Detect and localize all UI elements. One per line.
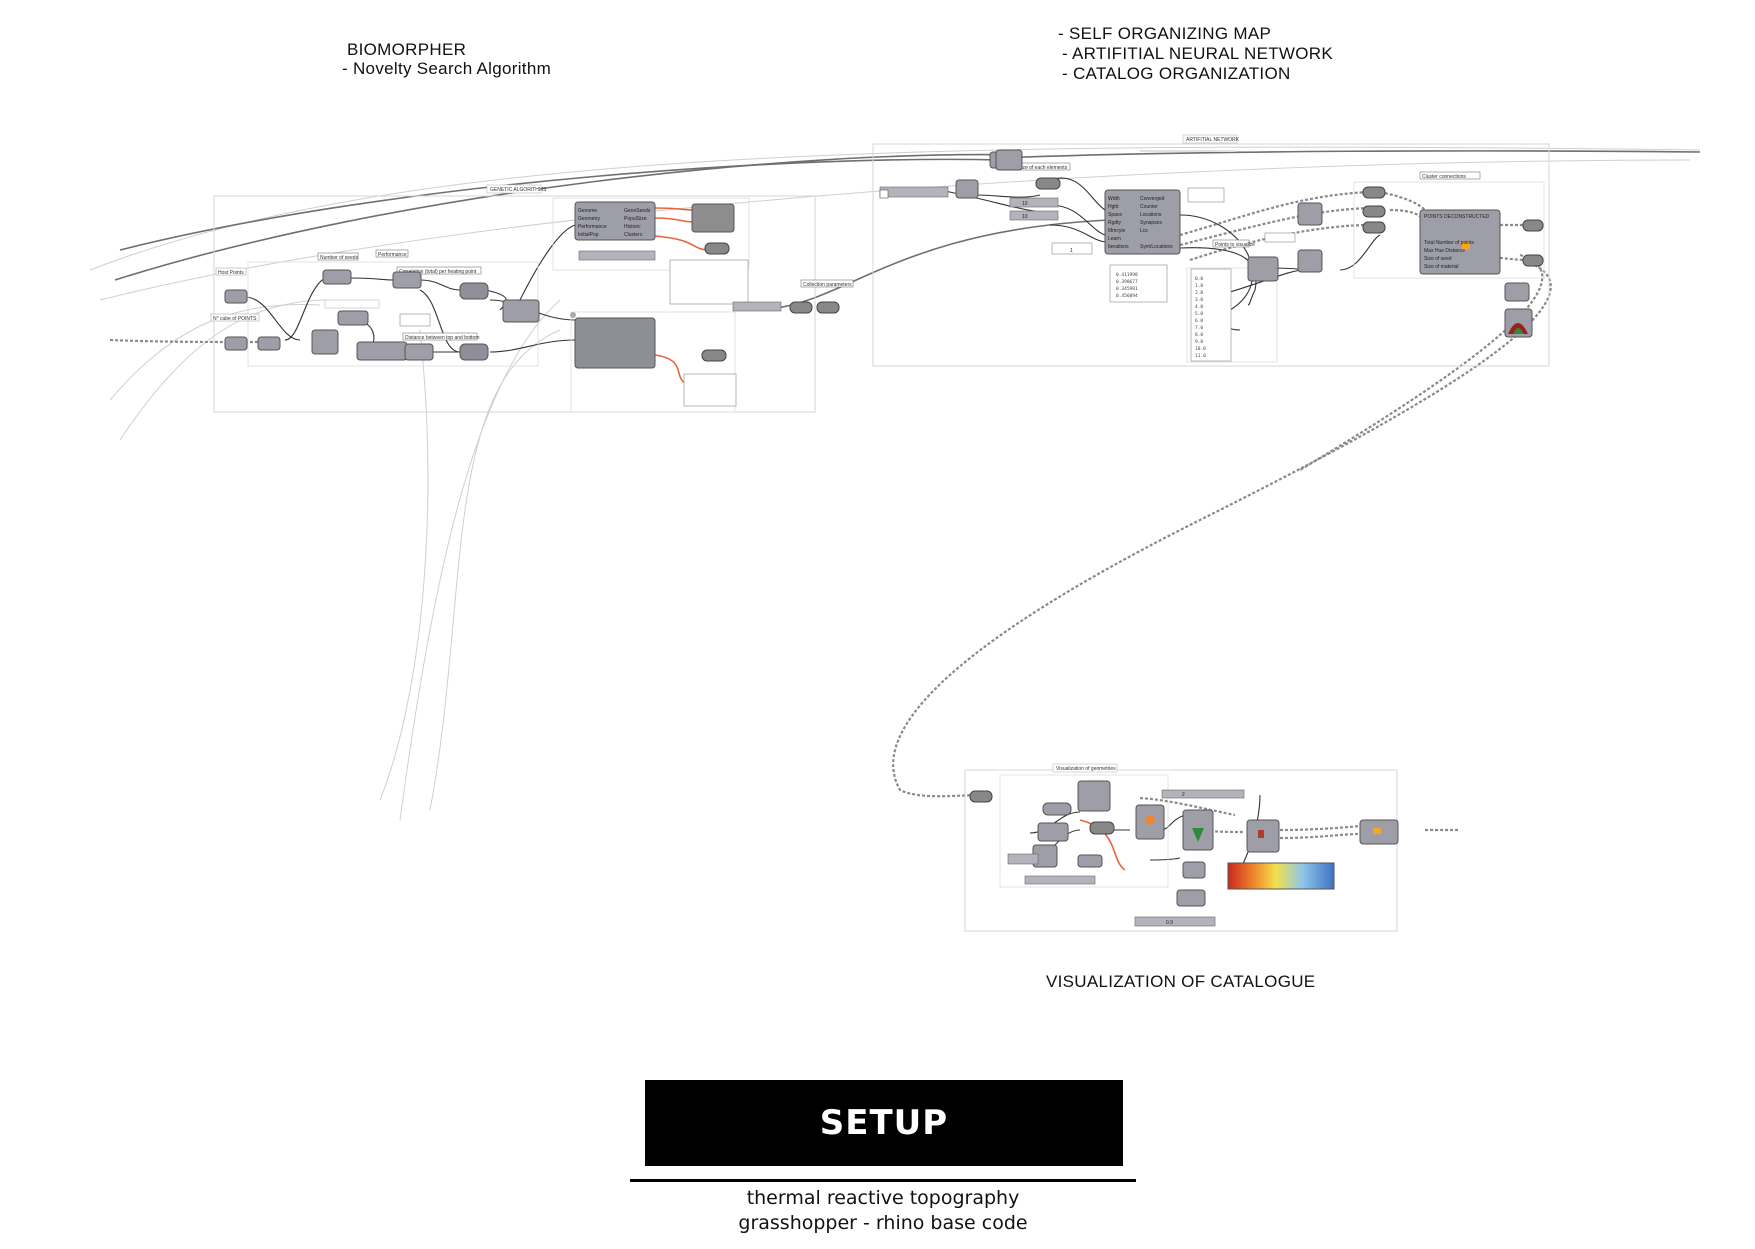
setup-banner: SETUP — [645, 1080, 1123, 1166]
som-input-wdth: Wdth — [1108, 196, 1120, 202]
som-line-3: - CATALOG ORGANIZATION — [1062, 64, 1291, 83]
label-points: Points to visualize — [1215, 242, 1255, 248]
points-output-max-hue: Max Hue Distance — [1424, 248, 1465, 254]
points-output-total: Total Number of points — [1424, 240, 1475, 246]
setup-divider — [630, 1179, 1136, 1182]
bio-input-initialpop: InitialPop — [578, 232, 599, 238]
biomorpher-components[interactable]: Genome Geometry Performance InitialPop G… — [224, 201, 840, 407]
biomorpher-subtitle: - Novelty Search Algorithm — [342, 59, 552, 78]
label-correlation: Correlation (total) per heating point — [399, 269, 477, 275]
list-value-7: 7.0 — [1195, 325, 1203, 331]
bio-output-clusters: Clusters — [624, 232, 643, 238]
list-value-9: 9.0 — [1195, 339, 1203, 345]
visualization-title: VISUALIZATION OF CATALOGUE — [1046, 972, 1316, 991]
caption-line-1: thermal reactive topography — [746, 1187, 1020, 1209]
panel-value-3: 0.345981 — [1116, 286, 1138, 292]
som-line-1: - SELF ORGANIZING MAP — [1058, 24, 1272, 43]
som-input-mmcyle: Mmcyle — [1108, 228, 1125, 234]
list-value-3: 3.0 — [1195, 297, 1203, 303]
network-group-title: ARTIFITIAL NETWORK — [1186, 137, 1240, 143]
dashed-wires — [109, 190, 1552, 840]
label-distance: Distance between top and bottom — [405, 335, 480, 341]
caption-line-2: grasshopper - rhino base code — [738, 1212, 1028, 1234]
list-value-4: 4.0 — [1195, 304, 1203, 310]
bio-output-historic: Historic — [624, 224, 641, 230]
som-output-lcs: Lcs — [1140, 228, 1148, 234]
setup-label: SETUP — [819, 1103, 949, 1143]
bio-input-genome: Genome — [578, 208, 597, 214]
som-output-converged: Converged — [1140, 196, 1165, 202]
bio-input-performance: Performance — [578, 224, 607, 230]
som-output-synapses: Synapses — [1140, 220, 1162, 226]
points-output-material: Size of material — [1424, 264, 1458, 270]
slider-visual-value: 2 — [1182, 792, 1185, 798]
som-output-symlocations: Sym/Locations — [1140, 244, 1173, 250]
visualization-group: Visualization of geometries — [964, 763, 1398, 932]
slider-hght-value: 10 — [1022, 214, 1028, 220]
label-performance: Performance — [378, 252, 407, 258]
label-host-points: Host Points — [218, 270, 244, 276]
slider-wdth-value: 10 — [1022, 201, 1028, 207]
som-output-locations: Locations — [1140, 212, 1162, 218]
list-value-8: 8.0 — [1195, 332, 1203, 338]
slider-upper-value: 0.9 — [1166, 920, 1173, 926]
label-nr-points: N° cube of POINTS — [213, 316, 257, 322]
genetic-group-title: GENETIC ALGORITHMS — [490, 187, 547, 193]
som-input-iterations: Iterations — [1108, 244, 1129, 250]
slider-space-value: 1 — [1070, 248, 1073, 254]
label-cluster: Cluster connections — [1422, 174, 1466, 180]
bio-output-geneseeds: GeneSeeds — [624, 208, 651, 214]
panel-value-1: 0.411998 — [1116, 272, 1138, 278]
artificial-network-group: ARTIFITIAL NETWORK — [872, 134, 1550, 367]
label-number-of-seeds: Number of seeds — [320, 255, 359, 261]
list-value-11: 11.0 — [1195, 353, 1206, 359]
som-input-learn: Learn — [1108, 236, 1121, 242]
list-value-5: 5.0 — [1195, 311, 1203, 317]
panel-value-2: 0.398677 — [1116, 279, 1138, 285]
som-line-2: - ARTIFITIAL NEURAL NETWORK — [1062, 44, 1334, 63]
som-output-counter: Counter — [1140, 204, 1158, 210]
label-size-elements: Size of each elements — [1018, 165, 1068, 171]
points-output-title: POINTS DECONSTRUCTED — [1424, 214, 1490, 220]
visualization-group-title: Visualization of geometries — [1056, 766, 1116, 772]
som-input-space: Space — [1108, 212, 1122, 218]
bio-input-geometry: Geometry — [578, 216, 600, 222]
list-value-0: 0.0 — [1195, 276, 1203, 282]
som-components[interactable]: Wdth Hght Space Rgdty Mmcyle Learn Itera… — [879, 149, 1544, 362]
biomorpher-title: BIOMORPHER — [347, 40, 467, 59]
list-value-6: 6.0 — [1195, 318, 1203, 324]
bio-output-populsize: PopulSize — [624, 216, 647, 222]
label-collection: Collection parameters — [803, 282, 852, 288]
visualization-components[interactable]: 2 0.9 — [969, 780, 1399, 927]
group-labels: Number of seeds Performance Correlation … — [210, 162, 1481, 341]
main-wires — [114, 150, 1701, 310]
som-input-hght: Hght — [1108, 204, 1119, 210]
list-value-1: 1.0 — [1195, 283, 1203, 289]
panel-value-4: 0.456094 — [1116, 293, 1138, 299]
som-input-rgdty: Rgdty — [1108, 220, 1122, 226]
points-output-seed-size: Size of seed — [1424, 256, 1452, 262]
list-value-2: 2.0 — [1195, 290, 1203, 296]
list-value-10: 10.0 — [1195, 346, 1206, 352]
list-panel: 0.0 1.0 2.0 3.0 4.0 5.0 6.0 7.0 8.0 9.0 … — [1195, 276, 1206, 359]
